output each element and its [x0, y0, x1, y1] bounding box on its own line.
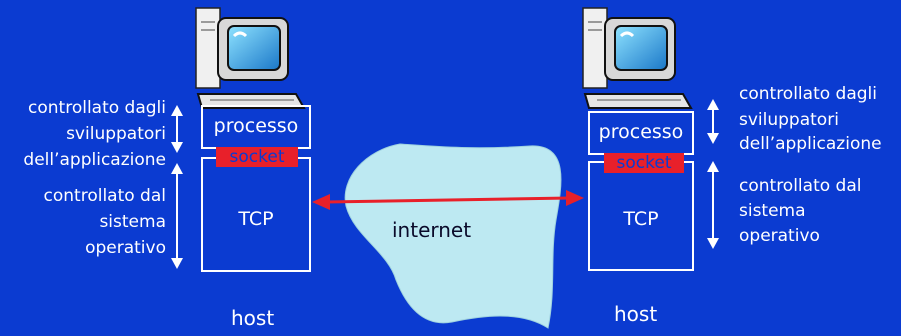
app-annotation-line-1: controllato dagli	[739, 84, 877, 104]
host-label: host	[231, 306, 275, 330]
app-annotation-line-3: dell’applicazione	[23, 150, 166, 170]
internet-cloud	[344, 143, 562, 329]
computer-icon	[582, 7, 693, 109]
os-annotation-line-2: sistema	[99, 212, 166, 232]
socket-label: socket	[216, 147, 298, 167]
app-annotation-line-2: sviluppatori	[66, 124, 166, 144]
tcp-label: TCP	[238, 208, 274, 230]
app-annotation-line-1: controllato dagli	[28, 98, 166, 118]
process-label: processo	[213, 115, 299, 137]
os-annotation-line-1: controllato dal	[43, 186, 166, 206]
app-scope-arrow	[171, 105, 183, 153]
app-annotation-line-2: sviluppatori	[739, 110, 839, 130]
process-label: processo	[598, 121, 684, 143]
double-arrow	[312, 190, 584, 210]
os-annotation-line-1: controllato dal	[739, 176, 862, 196]
os-scope-arrow	[171, 163, 183, 269]
socket-label: socket	[604, 153, 684, 173]
os-annotation-line-2: sistema	[739, 201, 806, 221]
computer-icon	[195, 7, 306, 109]
internet-label: internet	[392, 218, 472, 242]
os-annotation-line-3: operativo	[85, 238, 166, 258]
os-scope-arrow	[707, 161, 719, 249]
app-scope-arrow	[707, 99, 719, 144]
host-label: host	[614, 302, 658, 326]
app-annotation-line-3: dell’applicazione	[739, 134, 882, 154]
os-annotation-line-3: operativo	[739, 226, 820, 246]
tcp-label: TCP	[623, 208, 659, 230]
